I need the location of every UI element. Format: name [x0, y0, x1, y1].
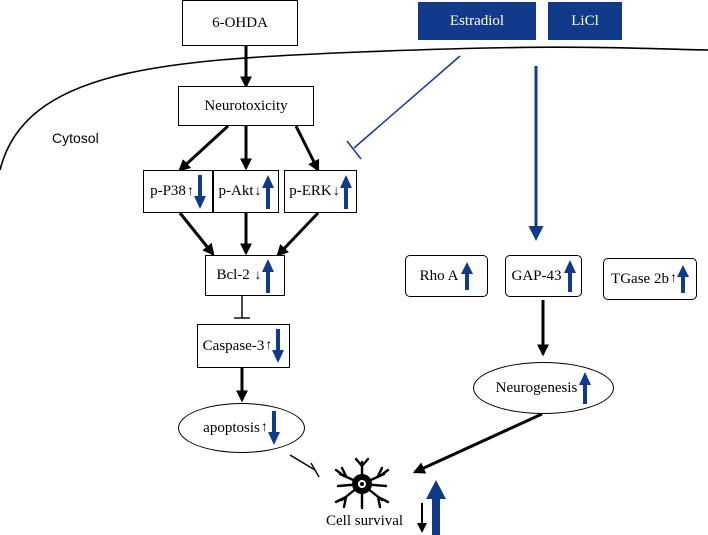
- caspase-3-label: Caspase-3: [202, 337, 265, 354]
- licl-box: LiCl: [548, 2, 622, 40]
- p-p38-label: p-P38: [150, 183, 186, 199]
- inhibit-apoptosis-to-survival: [289, 454, 316, 471]
- tgase-2b-box: TGase 2b ↑: [603, 258, 697, 300]
- apoptosis-label: apoptosis: [203, 419, 260, 436]
- arrow-p38-to-bcl2: [178, 212, 215, 256]
- rho-a-label: Rho A: [419, 267, 462, 284]
- p-akt-box: p-Akt ↓: [213, 170, 279, 213]
- up-arrow-icon: [579, 372, 592, 404]
- up-arrow-icon: [426, 480, 446, 535]
- p-akt-label: p-Akt: [218, 183, 254, 199]
- tgase-2b-label: TGase 2b: [611, 270, 669, 287]
- bcl-2-box: Bcl-2 ↓: [205, 255, 285, 296]
- bcl-2-label: Bcl-2: [216, 267, 254, 283]
- neuron-icon: [334, 457, 390, 510]
- gap-43-label: GAP-43: [511, 267, 562, 284]
- down-arrow-icon: [267, 411, 280, 445]
- p-erk-box: p-ERK ↓: [284, 170, 357, 213]
- cytosol-label: Cytosol: [52, 130, 99, 146]
- up-arrow-icon: [461, 262, 474, 290]
- arrow-neurotoxicity-to-erk: [294, 125, 320, 173]
- down-arrow-icon: [417, 503, 427, 533]
- gap-43-box: GAP-43: [505, 255, 582, 297]
- down-arrow-icon: [193, 174, 206, 209]
- up-arrow-icon: [261, 174, 274, 209]
- estradiol-box: Estradiol: [418, 2, 536, 40]
- neurotoxicity-box: Neurotoxicity: [178, 86, 314, 126]
- estradiol-label: Estradiol: [449, 12, 505, 29]
- neurotoxicity-label: Neurotoxicity: [204, 97, 288, 114]
- cell-survival-label: Cell survival: [326, 513, 404, 529]
- cell-membrane: [0, 46, 708, 171]
- 6-ohda-label: 6-OHDA: [212, 14, 268, 31]
- up-arrow-icon: [339, 174, 352, 209]
- up-arrow-icon: [676, 265, 689, 293]
- bcl-2-damage-arrow: ↓: [254, 267, 262, 283]
- p-akt-damage-arrow: ↓: [254, 183, 262, 199]
- inhibit-estradiol-to-neurotoxicity: [353, 55, 461, 149]
- rho-a-box: Rho A: [405, 255, 488, 297]
- 6-ohda-box: 6-OHDA: [182, 0, 298, 46]
- neurogenesis-ellipse: Neurogenesis: [473, 362, 614, 414]
- apoptosis-damage-arrow: ↑: [260, 420, 268, 435]
- apoptosis-ellipse: apoptosis ↑: [178, 403, 305, 453]
- p-erk-label: p-ERK: [289, 183, 332, 199]
- tgase-2b-damage-arrow: ↑: [669, 271, 677, 286]
- arrow-erk-to-bcl2: [276, 211, 320, 257]
- caspase-3-box: Caspase-3 ↑: [197, 324, 290, 368]
- caspase-3-damage-arrow: ↑: [265, 338, 273, 353]
- licl-label: LiCl: [571, 12, 599, 29]
- arrow-neurotoxicity-to-p38: [178, 124, 230, 172]
- neurogenesis-label: Neurogenesis: [495, 379, 578, 396]
- p-p38-damage-arrow: ↑: [186, 183, 194, 199]
- up-arrow-icon: [261, 258, 274, 293]
- arrow-neurogenesis-to-survival: [412, 412, 543, 474]
- down-arrow-icon: [272, 329, 285, 363]
- p-p38-box: p-P38 ↑: [143, 170, 213, 213]
- p-erk-damage-arrow: ↓: [332, 183, 340, 199]
- up-arrow-icon: [563, 260, 576, 292]
